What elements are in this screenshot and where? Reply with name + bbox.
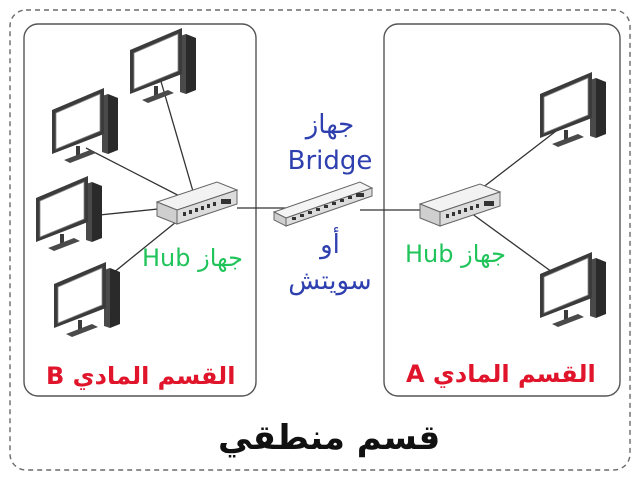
desktop-computer-icon [51, 87, 119, 164]
link-hub-a-pc2 [459, 204, 564, 281]
bridge-label-line1: جهاز [305, 110, 355, 140]
link-hub-b-pc1 [159, 77, 198, 206]
network-switch-icon [273, 181, 373, 227]
bridge-label-line3: أو [320, 230, 340, 260]
bridge-label-line2: Bridge [287, 146, 373, 176]
logical-segment-label: قسم منطقي [218, 418, 441, 458]
desktop-computer-icon [539, 251, 607, 328]
desktop-computer-icon [53, 261, 121, 338]
network-hub-icon [419, 183, 501, 227]
network-hub-icon [156, 181, 238, 225]
hub-a-label: جهاز Hub [405, 240, 506, 268]
hub-b-label: جهاز Hub [142, 244, 243, 272]
bridge-label-line4: سويتش [288, 266, 372, 296]
physical-segment-b-label: القسم المادي B [46, 362, 236, 390]
desktop-computer-icon [129, 27, 197, 104]
logical-segment-border [9, 9, 631, 471]
desktop-computer-icon [35, 175, 103, 252]
physical-segment-a-label: القسم المادي A [406, 360, 596, 388]
physical-segment-b-box [23, 23, 257, 397]
